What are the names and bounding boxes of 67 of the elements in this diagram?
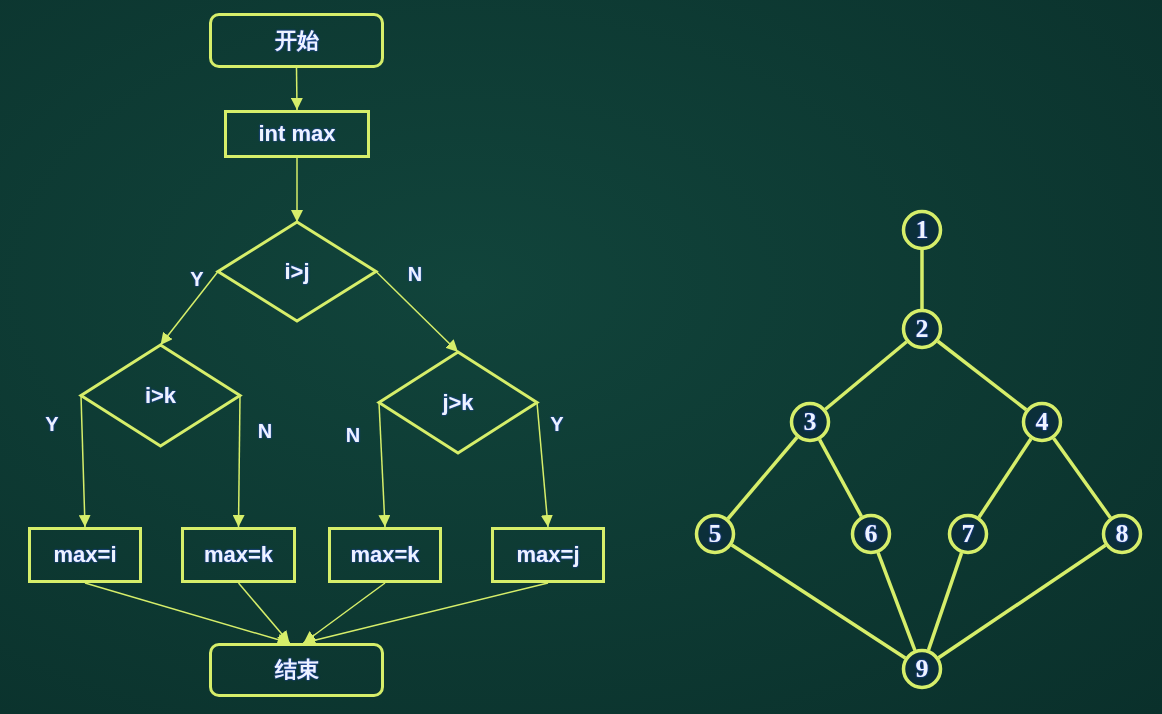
node-number: 7 (961, 519, 975, 549)
arrow (291, 157, 303, 223)
terminal-box (209, 643, 384, 697)
node-number: 9 (915, 654, 929, 684)
edge-label: Y (190, 267, 204, 291)
graph-node-circle (851, 514, 891, 554)
node-label: 结束 (274, 656, 319, 684)
node-number: 1 (915, 215, 929, 245)
process-box (181, 527, 296, 583)
graph-node-circle (902, 210, 942, 250)
connector-line (1052, 437, 1112, 519)
graph-node-circle (902, 309, 942, 349)
graph-node-circle (902, 649, 942, 689)
node-number: 4 (1035, 407, 1049, 437)
graph-node-circle (1022, 402, 1062, 442)
decision-diamond (81, 345, 240, 446)
node-number: 5 (708, 519, 722, 549)
edge-label: Y (45, 412, 59, 436)
connector-line (726, 436, 799, 520)
edge-label: N (407, 262, 423, 286)
arrow (232, 394, 245, 528)
process-box (28, 527, 142, 583)
graph-node-circle (948, 514, 988, 554)
edge-label: Y (550, 412, 564, 436)
connector-line (824, 340, 908, 411)
process-box (328, 527, 442, 583)
decision-diamond (379, 352, 537, 453)
arrow (375, 270, 459, 353)
node-number: 2 (915, 314, 929, 344)
node-label: max=i (53, 542, 117, 568)
node-number: 3 (803, 407, 817, 437)
terminal-box (209, 13, 384, 68)
arrow (290, 67, 303, 111)
node-label: max=j (516, 542, 580, 568)
arrow (159, 270, 219, 346)
graph-node-circle (790, 402, 830, 442)
connector-line (936, 339, 1028, 412)
node-label: i>j (284, 258, 310, 285)
arrow (84, 582, 291, 646)
connector-line (730, 543, 907, 660)
connector-line (920, 250, 924, 309)
edge-label: N (345, 423, 361, 447)
connector-line (926, 552, 964, 651)
node-label: j>k (442, 389, 474, 416)
arrow (237, 582, 291, 644)
node-label: i>k (144, 382, 177, 409)
node-number: 8 (1115, 519, 1129, 549)
process-box (224, 110, 370, 158)
arrow (302, 582, 386, 644)
connector-line (876, 552, 917, 651)
arrow (378, 401, 391, 528)
node-label: max=k (350, 542, 420, 568)
connector-line (818, 438, 863, 518)
decision-diamond (218, 222, 376, 321)
arrow (78, 394, 91, 528)
graph-node-circle (1102, 514, 1142, 554)
node-label: max=k (203, 542, 274, 568)
arrow (302, 582, 549, 646)
connector-line (977, 437, 1033, 519)
node-label: int max (258, 121, 336, 147)
node-label: 开始 (274, 26, 319, 55)
edge-label: N (257, 419, 273, 443)
connector-line (937, 543, 1107, 660)
node-number: 6 (864, 519, 878, 549)
graph-node-circle (695, 514, 735, 554)
process-box (491, 527, 605, 583)
arrow (536, 401, 553, 528)
